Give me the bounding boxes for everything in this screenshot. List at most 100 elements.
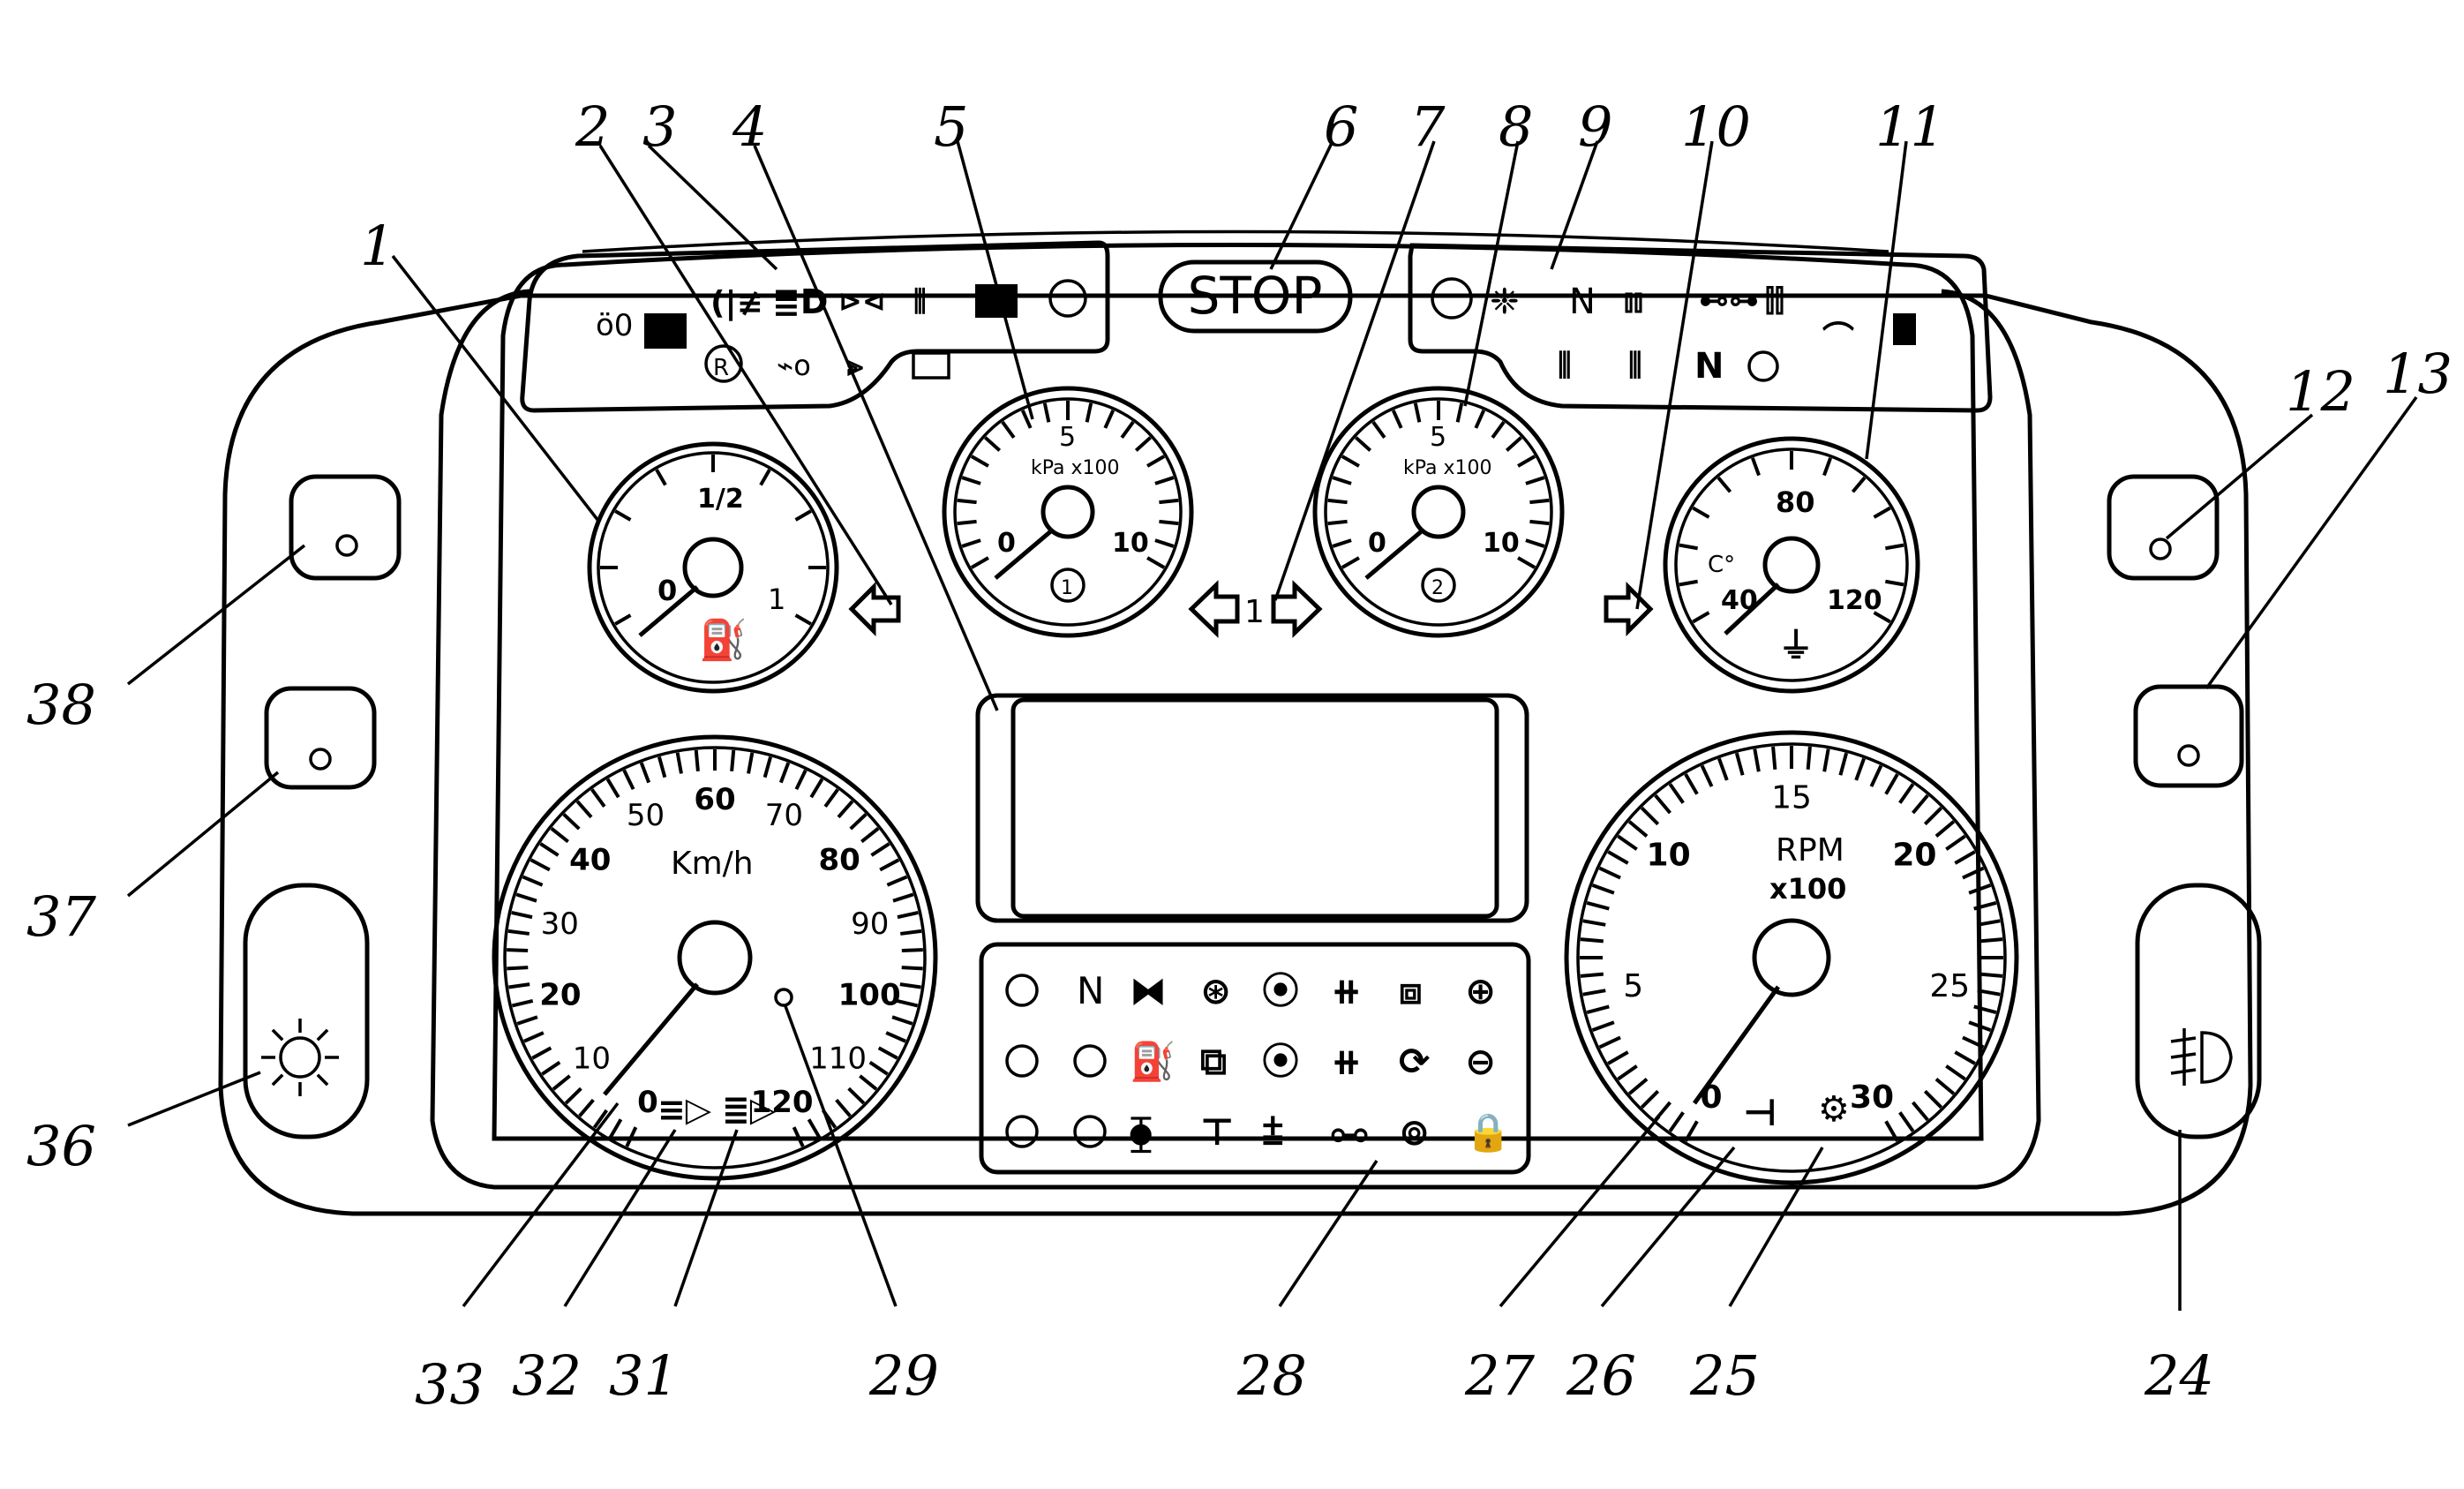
brake-pad-icon-b: ⦿	[1262, 1040, 1299, 1083]
coolant-temp-icon: ⏚	[1778, 626, 1814, 666]
adblue-icon: ⛽	[1130, 1040, 1176, 1083]
callout-25: 25	[1689, 1343, 1760, 1408]
preheat-icon: ❈	[1490, 282, 1520, 322]
cluster-housing	[218, 229, 2253, 1216]
callout-27: 27	[1464, 1343, 1535, 1408]
callout-13: 13	[2383, 342, 2453, 406]
speedo-label: 20	[539, 977, 581, 1012]
speedo-label: 0	[637, 1085, 658, 1120]
fuel-tick	[759, 469, 771, 486]
tach-tick	[1753, 748, 1761, 772]
ap1-tick	[957, 519, 977, 526]
callout-3: 3	[642, 94, 677, 159]
neutral-letter: N	[1569, 282, 1596, 322]
engine-brake-icon: ⧓	[1130, 969, 1167, 1012]
left-buttons	[243, 474, 402, 1139]
speedo-label: 60	[694, 782, 735, 817]
ct-scale-80: 80	[1776, 485, 1815, 519]
tach-tick	[1586, 1004, 1610, 1015]
tach-tick	[1912, 1101, 1929, 1122]
callout-36: 36	[26, 1114, 96, 1178]
callout-1: 1	[360, 214, 394, 278]
speedo-tick	[564, 1087, 582, 1105]
brake-circle-icon	[1431, 277, 1473, 320]
top-right-warning-panel: ❈ N ⫾⫾ ⊷⊶ ⫿⫿ ⌒ ⫼ ⫼ N	[1408, 243, 1993, 413]
speedo-tick	[730, 749, 736, 772]
button-12[interactable]	[2107, 474, 2220, 581]
top-left-warning-panel: ö0 (|≢ ≣D ⊳⊲ ⫼ R ⌁o ⫸	[520, 240, 1110, 413]
tach-label: 0	[1700, 1079, 1722, 1116]
ap1-tick	[1120, 420, 1135, 440]
tach-tick	[1968, 884, 1992, 895]
diff-icon-a: ⧺	[1331, 969, 1362, 1012]
button-38[interactable]	[289, 474, 402, 581]
spare-lamp-1	[1005, 974, 1039, 1007]
ct-scale-40: 40	[1721, 585, 1758, 616]
tach-unit: RPM	[1776, 832, 1844, 869]
tach-tick	[1654, 793, 1671, 815]
speedo-tick	[507, 966, 529, 971]
tach-tick	[1607, 1050, 1629, 1065]
callout-37: 37	[26, 884, 96, 949]
ap1-tick	[970, 455, 989, 468]
axle-icon-b: ⊷⊶	[1699, 283, 1759, 319]
speedo-tick	[870, 842, 890, 857]
ap2-scale-5: 5	[1430, 422, 1446, 453]
speedo-tick	[762, 756, 772, 778]
ap1-tick	[957, 498, 977, 505]
sun-ray	[316, 1028, 329, 1042]
tach-tick	[1962, 1035, 1985, 1049]
speedo-tick	[792, 1126, 805, 1147]
tach-tick	[1580, 972, 1604, 978]
tach-tick	[1582, 989, 1606, 996]
axle-icon-c: ⫿⫿	[1765, 283, 1784, 319]
warning-lamp-grid: N ⧓ ⊛ ⦿ ⧺ ⧈ ⊕ ⛽ ⧉ ⦿ ⧺ ⟳ ⊖ ⧳ ⊤ ⩲ ⧟ ⊚ 🔒	[979, 942, 1531, 1175]
diff-icon-b: ⧺	[1331, 1040, 1362, 1083]
headlamp-switch[interactable]	[243, 883, 370, 1139]
ap1-scale-5: 5	[1059, 422, 1076, 453]
fuel-tick	[614, 613, 632, 626]
tach-tick	[1869, 764, 1883, 787]
fuel-pump-icon: ⛽	[699, 618, 747, 663]
circuit-2-icon	[1421, 568, 1456, 603]
ap1-tick	[1085, 402, 1093, 423]
tach-label: 20	[1892, 838, 1936, 874]
fog-lamp-switch[interactable]	[2135, 883, 2262, 1139]
fuel-tick	[614, 509, 632, 522]
ap1-tick	[1001, 420, 1016, 440]
speedo-tick	[511, 998, 534, 1008]
ap1-tick	[1159, 519, 1179, 526]
tach-tick	[1822, 748, 1830, 772]
speedo-label: 100	[838, 977, 901, 1012]
tach-tick	[1945, 834, 1966, 851]
speedo-tick	[892, 892, 914, 903]
sun-ray	[271, 1028, 284, 1042]
ap2-tick	[1474, 410, 1486, 429]
turn-indicators: 1	[1188, 580, 1323, 638]
button-37[interactable]	[264, 686, 377, 790]
button-13[interactable]	[2133, 684, 2244, 788]
speedo-tick	[835, 1098, 852, 1117]
oil-pressure-icon: ⌁o	[777, 349, 811, 382]
engine-icon: ⧳	[1130, 1110, 1152, 1154]
spare-lamp-2	[1005, 1044, 1039, 1078]
tach-tick	[1977, 989, 2001, 996]
abs-icon: ⊛	[1200, 969, 1231, 1012]
air-pressure-gauge-2: 5 kPa x100 0 10 2	[1312, 386, 1565, 638]
ecu-icon: ⧈	[1399, 969, 1423, 1012]
ct-tick	[1679, 543, 1698, 551]
speedo-tick	[886, 875, 908, 887]
ct-tick	[1822, 457, 1832, 477]
minus-circle-icon: ⊖	[1465, 1040, 1496, 1083]
ap1-tick	[984, 436, 1002, 452]
speedo-tick	[522, 875, 544, 887]
tach-tick	[1954, 1050, 1976, 1065]
speedo-tick	[515, 892, 537, 903]
speedo-dot	[774, 988, 793, 1007]
speedo-tick	[608, 1118, 623, 1139]
dpf-icon: ⧉	[1200, 1040, 1227, 1083]
ap2-circuit: 2	[1431, 577, 1444, 599]
speedo-tick	[675, 752, 683, 774]
air-pressure-gauge-1: 5 kPa x100 0 10 1	[942, 386, 1194, 638]
